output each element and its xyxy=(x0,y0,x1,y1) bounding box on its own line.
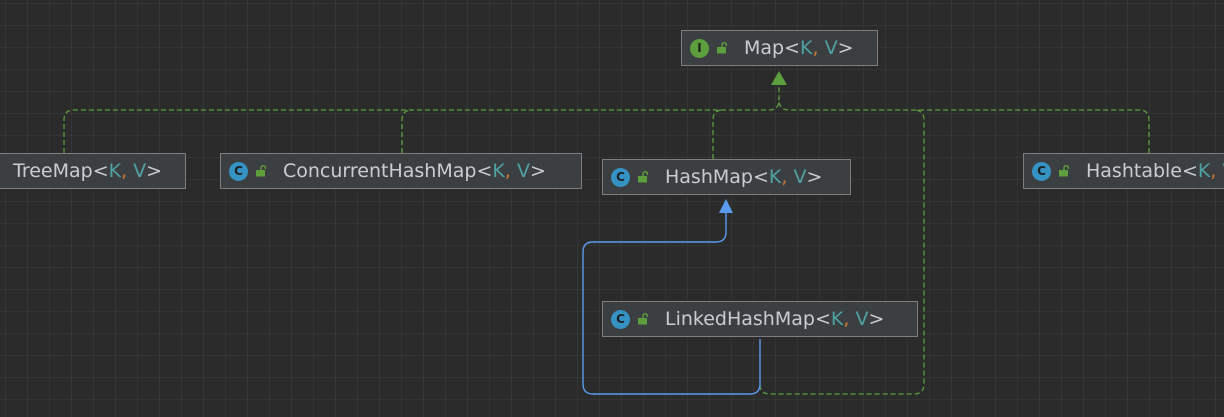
unlocked-icon xyxy=(638,171,649,183)
node-label: ConcurrentHashMap<K, V> xyxy=(283,160,546,182)
node-map[interactable]: I Map<K, V> xyxy=(681,30,878,66)
class-icon: C xyxy=(611,309,630,329)
node-label: TreeMap<K, V> xyxy=(13,160,163,182)
edge-concurrenthashmap-implements-map xyxy=(401,109,413,153)
class-icon: C xyxy=(229,161,248,181)
implements-arrowhead xyxy=(771,71,787,85)
node-label: LinkedHashMap<K, V> xyxy=(665,308,885,330)
node-linkedhashmap[interactable]: C LinkedHashMap<K, V> xyxy=(602,301,918,337)
class-icon: C xyxy=(1032,161,1051,181)
edge-treemap-implements-map xyxy=(63,84,780,153)
class-icon: C xyxy=(611,167,630,187)
node-concurrenthashmap[interactable]: C ConcurrentHashMap<K, V> xyxy=(220,153,582,189)
edge-linkedhashmap-extends-hashmap xyxy=(582,212,761,395)
edge-hashmap-implements-map xyxy=(712,109,724,159)
node-treemap[interactable]: TreeMap<K, V> xyxy=(0,153,186,189)
node-hashtable[interactable]: C Hashtable<K, V> xyxy=(1023,153,1224,189)
unlocked-icon xyxy=(717,42,728,54)
interface-icon: I xyxy=(690,38,709,58)
extends-arrowhead xyxy=(719,199,733,213)
edge-hashtable-implements-map xyxy=(778,99,1150,153)
node-hashmap[interactable]: C HashMap<K, V> xyxy=(602,159,851,195)
unlocked-icon xyxy=(638,313,649,325)
node-label: Hashtable<K, V> xyxy=(1086,160,1224,182)
node-label: HashMap<K, V> xyxy=(665,166,823,188)
node-label: Map<K, V> xyxy=(744,37,854,59)
unlocked-icon xyxy=(256,165,267,177)
unlocked-icon xyxy=(1059,165,1070,177)
edge-linkedhashmap-implements-map xyxy=(759,109,925,395)
